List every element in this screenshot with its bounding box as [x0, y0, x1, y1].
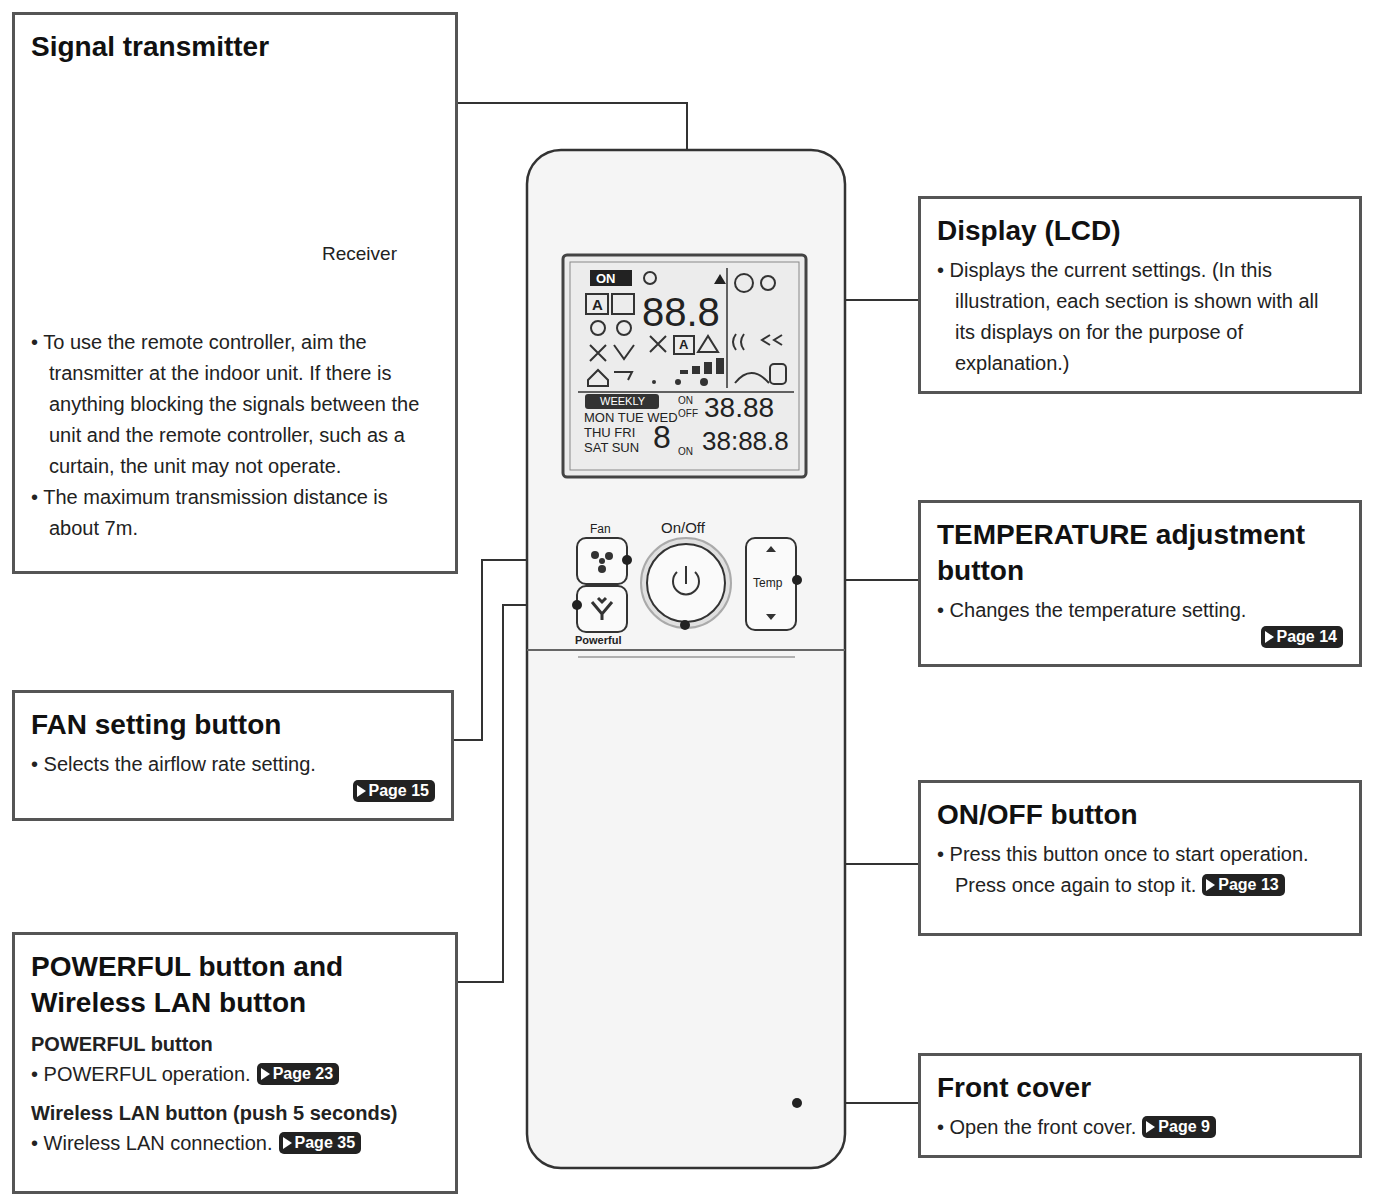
text: • Wireless LAN connection.	[31, 1132, 273, 1154]
lcd-text: ON	[678, 447, 693, 457]
page-badge: Page 15	[353, 780, 435, 802]
sub-heading: Wireless LAN button (push 5 seconds)	[31, 1098, 439, 1128]
bullet-text: • POWERFUL operation. Page 23	[31, 1059, 439, 1090]
page-badge: Page 23	[257, 1063, 339, 1085]
button-label: Powerful	[575, 635, 621, 646]
button-label: On/Off	[661, 520, 705, 535]
text: FAN setting button	[31, 709, 281, 740]
text: • Open the front cover.	[937, 1116, 1136, 1138]
bullet-text: • Wireless LAN connection. Page 35	[31, 1128, 439, 1159]
lcd-text: ON	[678, 396, 693, 406]
callout-box: Display (LCD) • Displays the current sett…	[918, 196, 1362, 394]
callout-title: TEMPERATURE adjustment button	[937, 517, 1343, 589]
text: Signal transmitter	[31, 31, 269, 62]
bullet-text: • Open the front cover. Page 9	[937, 1112, 1343, 1143]
callout-title: Front cover	[937, 1070, 1343, 1106]
text: POWERFUL button and Wireless LAN button	[31, 951, 343, 1018]
bullet-text: • Changes the temperature setting.	[937, 595, 1343, 626]
arrow-icon	[1146, 1121, 1155, 1133]
page-badge: Page 9	[1142, 1116, 1216, 1138]
bullet-text: • Selects the airflow rate setting.	[31, 749, 435, 780]
callout-title: ON/OFF button	[937, 797, 1343, 833]
text: • Selects the airflow rate setting.	[31, 753, 316, 775]
page-reference: Page 13	[1218, 876, 1278, 893]
lcd-digits: 38.88	[704, 394, 774, 422]
text: • Changes the temperature setting.	[937, 599, 1246, 621]
callout-box: Signal transmitter • To use the remote co…	[12, 12, 458, 574]
bullet-text: • Press this button once to start operat…	[937, 839, 1343, 901]
page-reference: Page 9	[1158, 1118, 1210, 1135]
text: Display (LCD)	[937, 215, 1121, 246]
callout-box: TEMPERATURE adjustment button • Changes t…	[918, 500, 1362, 667]
callout-title: Display (LCD)	[937, 213, 1343, 249]
lcd-text: WEEKLY	[600, 396, 645, 407]
arrow-icon	[283, 1137, 292, 1149]
bullet-text: • To use the remote controller, aim the …	[31, 327, 439, 482]
page-badge: Page 35	[279, 1132, 361, 1154]
text: POWERFUL button	[31, 1033, 213, 1055]
part-name: Receiver	[322, 244, 397, 263]
callout-title: Signal transmitter	[31, 29, 439, 65]
arrow-icon	[1206, 879, 1215, 891]
text: • The maximum transmission distance is a…	[31, 486, 388, 539]
callout-box: POWERFUL button and Wireless LAN buttonP…	[12, 932, 458, 1194]
lcd-text: SAT SUN	[584, 441, 639, 454]
text: Wireless LAN button (push 5 seconds)	[31, 1102, 398, 1124]
arrow-icon	[261, 1068, 270, 1080]
page-reference: Page 14	[1277, 628, 1337, 645]
lcd-text: THU FRI	[584, 426, 635, 439]
lcd-digits: 38:88.8	[702, 428, 789, 454]
lcd-icon: A	[592, 297, 603, 312]
text: ON/OFF button	[937, 799, 1138, 830]
badge-row: Page 14	[937, 626, 1343, 652]
arrow-icon	[1265, 631, 1274, 643]
page-reference: Page 35	[295, 1134, 355, 1151]
lcd-text: OFF	[678, 409, 698, 419]
text: TEMPERATURE adjustment button	[937, 519, 1305, 586]
page-reference: Page 23	[273, 1065, 333, 1082]
text: • Displays the current settings. (In thi…	[937, 259, 1319, 374]
page-badge: Page 13	[1202, 874, 1284, 896]
text: • To use the remote controller, aim the …	[31, 331, 419, 477]
badge-row: Page 15	[31, 780, 435, 806]
button-label: Fan	[590, 523, 611, 535]
text: • POWERFUL operation.	[31, 1063, 251, 1085]
lcd-digits: 8	[653, 421, 671, 453]
lcd-text: ON	[596, 272, 616, 285]
page-reference: Page 15	[369, 782, 429, 799]
callout-title: FAN setting button	[31, 707, 435, 743]
arrow-icon	[357, 785, 366, 797]
callout-box: FAN setting button • Selects the airflow …	[12, 690, 454, 821]
text: Front cover	[937, 1072, 1091, 1103]
bullet-text: • Displays the current settings. (In thi…	[937, 255, 1343, 379]
callout-box: ON/OFF button • Press this button once to…	[918, 780, 1362, 936]
button-label: Temp	[753, 577, 782, 589]
sub-heading: POWERFUL button	[31, 1029, 439, 1059]
callout-box: Front cover • Open the front cover. Page 9	[918, 1053, 1362, 1158]
page-badge: Page 14	[1261, 626, 1343, 648]
lcd-digits: 88.8	[642, 292, 720, 332]
callout-title: POWERFUL button and Wireless LAN button	[31, 949, 439, 1021]
lcd-icon: A	[679, 338, 688, 351]
bullet-text: • The maximum transmission distance is a…	[31, 482, 439, 544]
